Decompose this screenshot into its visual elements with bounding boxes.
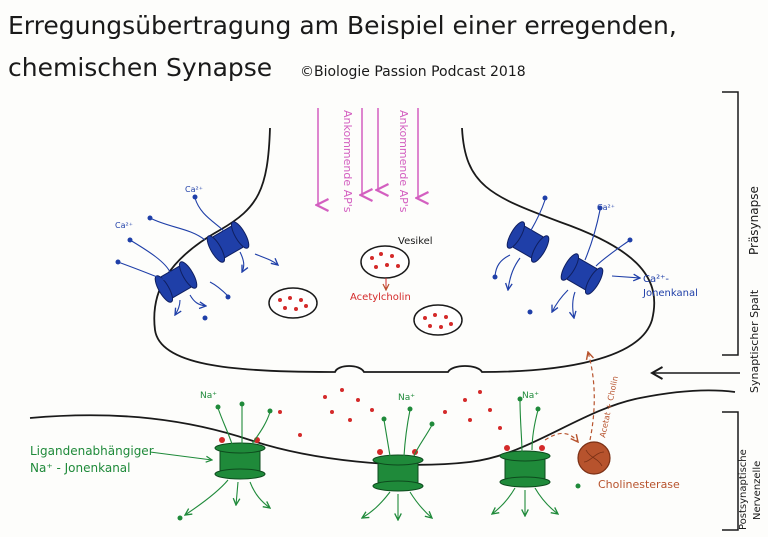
ach-cleft-dots [278,388,502,437]
ca-ion-dots [115,194,633,321]
vesikel-label: Vesikel [398,236,433,247]
ca-ion-label-2: Ca²⁺ [115,221,133,230]
ligand-channel-label-1: Ligandenabhängiger [30,444,154,458]
ca-channel-label-1: Ca²⁺- [643,274,669,285]
ap-label-1: Ankommende AP's [341,110,354,213]
na-ion-dots [177,396,581,521]
ca-channel-4 [560,253,604,295]
na-ion-label-2: Na⁺ [398,393,415,403]
recycle-label: Acetat + Cholin [598,375,620,438]
title-line-2: chemischen Synapse [8,53,272,82]
na-ion-label-3: Na⁺ [522,391,539,401]
praesynapse-label: Präsynapse [747,186,761,255]
na-channel-3 [499,445,551,488]
ca-channel-2 [154,261,198,303]
post-label-2: Nervenzelle [752,461,763,520]
cholinesterase-label: Cholinesterase [598,478,680,491]
na-channel-2 [372,449,424,492]
ca-channel-1 [206,221,250,263]
acetylcholin-label: Acetylcholin [350,292,411,303]
ap-arrows [318,108,418,205]
na-ion-paths [185,399,558,520]
ca-ion-paths [117,197,640,318]
post-bracket [722,411,739,531]
presynaptic-membrane [153,127,656,373]
postsynaptic-membrane [29,389,736,466]
credit: ©Biologie Passion Podcast 2018 [300,64,526,80]
ap-label-2: Ankommende AP's [397,110,410,213]
na-ion-label-1: Na⁺ [200,391,217,401]
praesynapse-bracket [722,91,739,356]
post-label-1: Postsynaptische [738,449,749,530]
ca-channel-label-2: Jonenkanal [642,288,698,299]
vesicle-center [360,245,410,279]
vesicle-right [413,304,463,336]
title-line-1: Erregungsübertragung am Beispiel einer e… [8,11,677,40]
spalt-label: Synaptischer Spalt [748,289,761,393]
ca-ion-label-3: Ca²⁺ [597,203,615,212]
ca-channel-3 [506,221,550,263]
recycle-arrow [588,352,595,441]
ligand-channel-label-2: Na⁺ - Jonenkanal [30,461,130,475]
ca-ion-label-1: Ca²⁺ [185,185,203,194]
ligand-pointer [149,451,212,460]
vesicle-left [268,287,318,319]
